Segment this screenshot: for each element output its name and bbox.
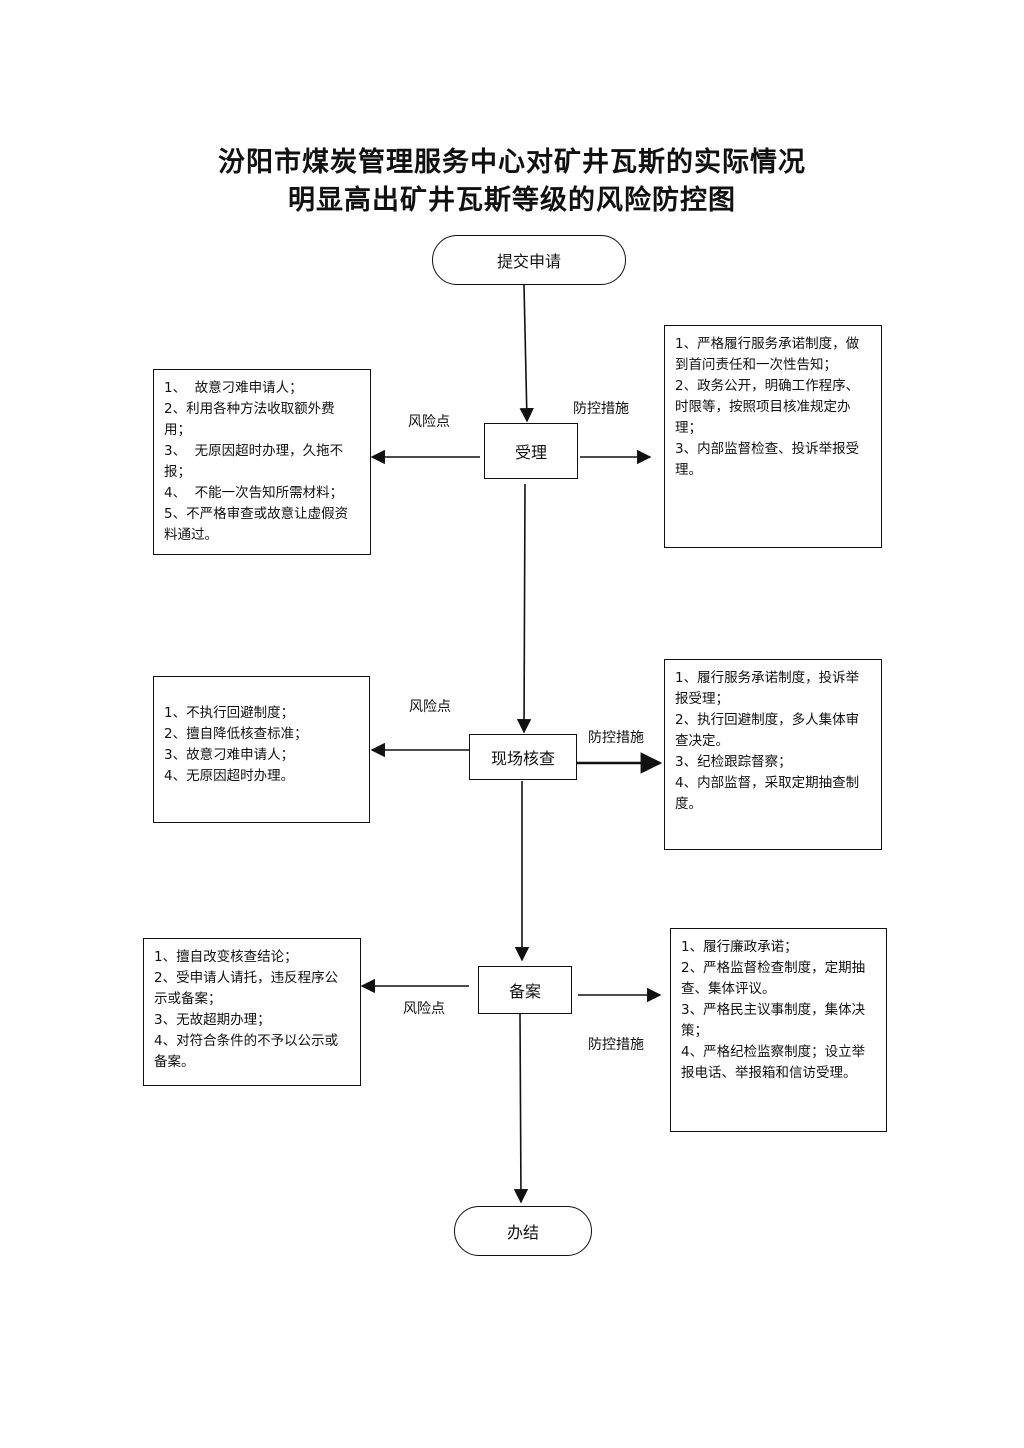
risk-point-label: 风险点 bbox=[409, 699, 451, 715]
risk-box-record: 1、擅自改变核查结论； 2、受申请人请托，违反程序公示或备案； 3、无故超期办理… bbox=[143, 938, 361, 1086]
measures-box-accept: 1、严格履行服务承诺制度，做到首问责任和一次性告知； 2、政务公开，明确工作程序… bbox=[664, 325, 882, 548]
control-measures-label: 防控措施 bbox=[588, 730, 644, 746]
risk-item: 1、 故意刁难申请人； bbox=[164, 380, 303, 396]
measure-item: 4、严格纪检监察制度；设立举报电话、举报箱和信访受理。 bbox=[681, 1044, 866, 1081]
diagram-title-line-1: 汾阳市煤炭管理服务中心对矿井瓦斯的实际情况 bbox=[218, 147, 806, 178]
step-accept: 受理 bbox=[484, 423, 578, 479]
risk-point-label: 风险点 bbox=[403, 1001, 445, 1017]
risk-item: 4、对符合条件的不予以公示或备案。 bbox=[154, 1033, 339, 1070]
risk-item: 2、受申请人请托，违反程序公示或备案； bbox=[154, 970, 339, 1007]
measure-item: 2、执行回避制度，多人集体审查决定。 bbox=[675, 712, 860, 749]
measure-item: 3、纪检跟踪督察； bbox=[675, 754, 792, 770]
measure-item: 3、内部监督检查、投诉举报受理。 bbox=[675, 441, 860, 478]
arrow-accept-to-inspect bbox=[516, 483, 532, 734]
measure-item: 3、严格民主议事制度，集体决策； bbox=[681, 1002, 866, 1039]
risk-item: 1、擅自改变核查结论； bbox=[154, 949, 298, 965]
measure-item: 2、严格监督检查制度，定期抽查、集体评议。 bbox=[681, 960, 866, 997]
risk-box-accept: 1、 故意刁难申请人； 2、利用各种方法收取额外费用； 3、 无原因超时办理，久… bbox=[153, 369, 371, 555]
measure-item: 1、严格履行服务承诺制度，做到首问责任和一次性告知； bbox=[675, 336, 860, 373]
arrow-start-to-accept bbox=[519, 284, 534, 423]
risk-item: 5、不严格审查或故意让虚假资料通过。 bbox=[164, 506, 349, 543]
risk-item: 1、不执行回避制度； bbox=[164, 705, 295, 721]
step-site-inspection: 现场核查 bbox=[469, 734, 577, 780]
diagram-title-line-2: 明显高出矿井瓦斯等级的风险防控图 bbox=[288, 185, 736, 216]
measures-box-record: 1、履行廉政承诺； 2、严格监督检查制度，定期抽查、集体评议。 3、严格民主议事… bbox=[670, 928, 887, 1132]
measures-box-inspection: 1、履行服务承诺制度，投诉举报受理； 2、执行回避制度，多人集体审查决定。 3、… bbox=[664, 659, 882, 850]
risk-point-label: 风险点 bbox=[408, 414, 450, 430]
measure-item: 4、内部监督，采取定期抽查制度。 bbox=[675, 775, 860, 812]
control-measures-label: 防控措施 bbox=[588, 1037, 644, 1053]
measure-item: 1、履行服务承诺制度，投诉举报受理； bbox=[675, 670, 860, 707]
risk-item: 3、无故超期办理； bbox=[154, 1012, 271, 1028]
start-node: 提交申请 bbox=[432, 235, 626, 285]
arrow-record-to-end bbox=[513, 1013, 529, 1204]
step-record-filing: 备案 bbox=[478, 966, 572, 1014]
risk-box-inspection: 1、不执行回避制度； 2、擅自降低核查标准； 3、故意刁难申请人； 4、无原因超… bbox=[153, 676, 370, 823]
risk-item: 4、无原因超时办理。 bbox=[164, 768, 295, 784]
measure-item: 2、政务公开，明确工作程序、时限等，按照项目核准规定办理； bbox=[675, 378, 860, 436]
risk-item: 4、 不能一次告知所需材料； bbox=[164, 485, 344, 501]
control-measures-label: 防控措施 bbox=[573, 401, 629, 417]
measure-item: 1、履行廉政承诺； bbox=[681, 939, 798, 955]
risk-item: 2、擅自降低核查标准； bbox=[164, 726, 308, 742]
end-node: 办结 bbox=[454, 1206, 592, 1256]
risk-item: 2、利用各种方法收取额外费用； bbox=[164, 401, 335, 438]
risk-item: 3、故意刁难申请人； bbox=[164, 747, 295, 763]
risk-item: 3、 无原因超时办理，久拖不报； bbox=[164, 443, 344, 480]
